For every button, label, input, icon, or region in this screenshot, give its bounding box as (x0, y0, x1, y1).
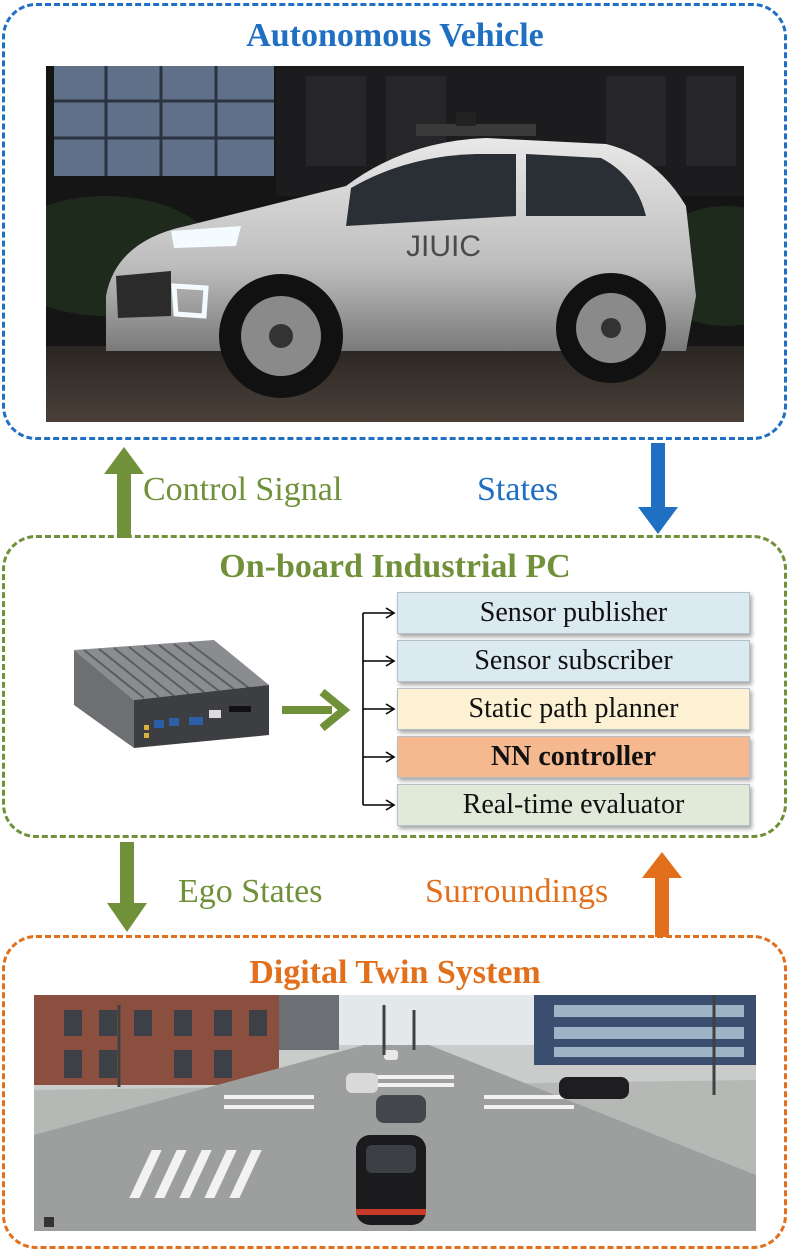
ego-states-down-arrow (107, 842, 147, 932)
twin-section-frame (2, 935, 787, 1249)
vehicle-photo: JIUIC (46, 66, 744, 422)
module-nn-controller: NN controller (397, 736, 750, 778)
twin-section-title: Digital Twin System (249, 954, 541, 991)
control-signal-up-arrow (104, 447, 144, 538)
surroundings-up-arrow (642, 852, 682, 937)
svg-text:JIUIC: JIUIC (406, 230, 481, 263)
vehicle-section-frame (2, 3, 787, 440)
vehicle-section-title: Autonomous Vehicle (246, 17, 544, 54)
states-label: States (477, 471, 559, 508)
ego-states-label: Ego States (178, 873, 323, 910)
digital-twin-photo (34, 995, 756, 1231)
surroundings-label: Surroundings (425, 873, 609, 910)
module-sensor-publisher: Sensor publisher (397, 592, 750, 634)
pc-section-frame (2, 535, 787, 838)
industrial-pc-photo (44, 640, 274, 750)
control-signal-label: Control Signal (143, 471, 343, 508)
module-sensor-subscriber: Sensor subscriber (397, 640, 750, 682)
module-static-path-planner: Static path planner (397, 688, 750, 730)
module-real-time-evaluator: Real-time evaluator (397, 784, 750, 826)
states-down-arrow (638, 443, 678, 534)
pc-section-title: On-board Industrial PC (219, 548, 571, 585)
